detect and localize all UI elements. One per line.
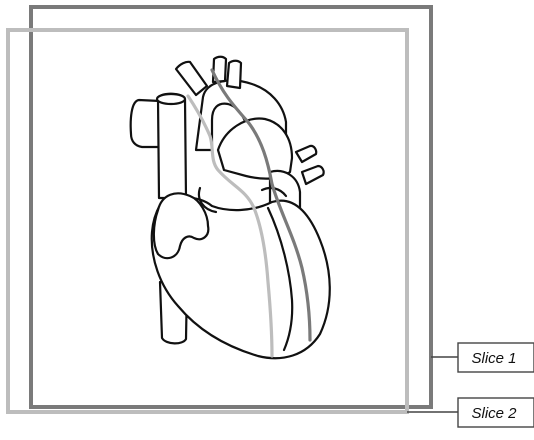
slice-1-label: Slice 1 [471,350,516,367]
left-subclavian-artery [227,61,241,88]
slice-1-callout: Slice 1 [431,343,534,372]
superior-vena-cava-opening [157,94,185,104]
slice-2-callout: Slice 2 [407,398,534,427]
superior-vena-cava [158,94,186,198]
left-vessel [131,100,160,147]
brachiocephalic-artery [176,62,207,95]
pulmonary-vein-lower [302,166,324,184]
pulmonary-vein-upper [296,146,316,162]
pulmonary-trunk [218,119,292,179]
slice-2-label: Slice 2 [471,405,517,422]
